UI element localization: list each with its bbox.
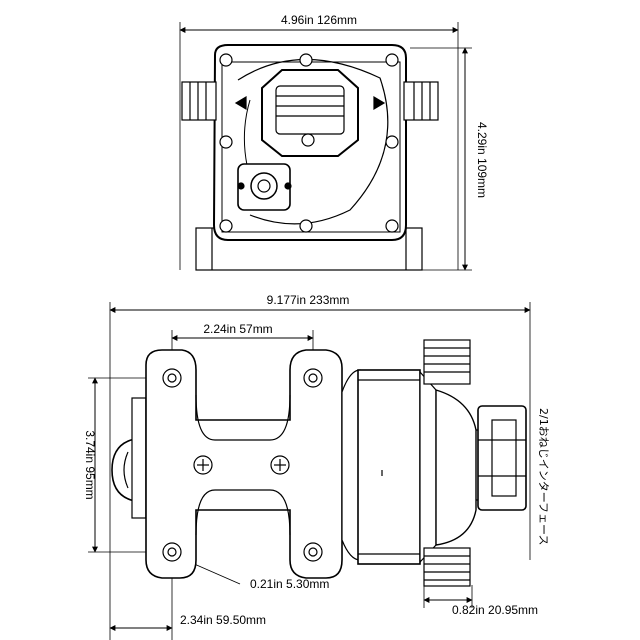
top-screw-3 xyxy=(385,53,399,67)
side-port-label: 0.82in 20.95mm xyxy=(452,603,538,617)
side-pump-head xyxy=(357,369,421,565)
top-screw-4 xyxy=(219,135,233,149)
side-interface-label: 2/1おねじインターフェース xyxy=(537,408,550,546)
side-hole-diameter-label: 0.21in 5.30mm xyxy=(250,577,329,591)
side-height-label: 3.74in 95mm xyxy=(83,430,97,499)
top-screw-5 xyxy=(385,135,399,149)
top-screw-7 xyxy=(299,219,313,233)
side-pump-chamber xyxy=(435,389,477,546)
top-screw-2 xyxy=(299,53,313,67)
top-height-label: 4.29in 109mm xyxy=(475,122,489,198)
top-right-flow-arrow xyxy=(373,95,386,111)
top-left-port xyxy=(181,81,217,121)
top-width-label: 4.96in 126mm xyxy=(281,13,357,27)
side-upper-port xyxy=(423,339,471,385)
top-center-screw xyxy=(301,133,315,147)
top-screw-1 xyxy=(219,53,233,67)
side-end-plate xyxy=(131,397,147,519)
top-view xyxy=(179,22,472,271)
side-hole-spacing-label: 2.24in 57mm xyxy=(203,322,272,336)
side-base-offset-label: 2.34in 59.50mm xyxy=(180,613,266,627)
side-view xyxy=(88,302,531,640)
side-length-label: 9.177in 233mm xyxy=(267,293,350,307)
top-right-port xyxy=(403,81,439,121)
side-mounting-frame xyxy=(145,349,343,579)
top-screw-8 xyxy=(385,219,399,233)
top-screw-6 xyxy=(219,219,233,233)
top-left-flow-arrow xyxy=(234,95,247,111)
